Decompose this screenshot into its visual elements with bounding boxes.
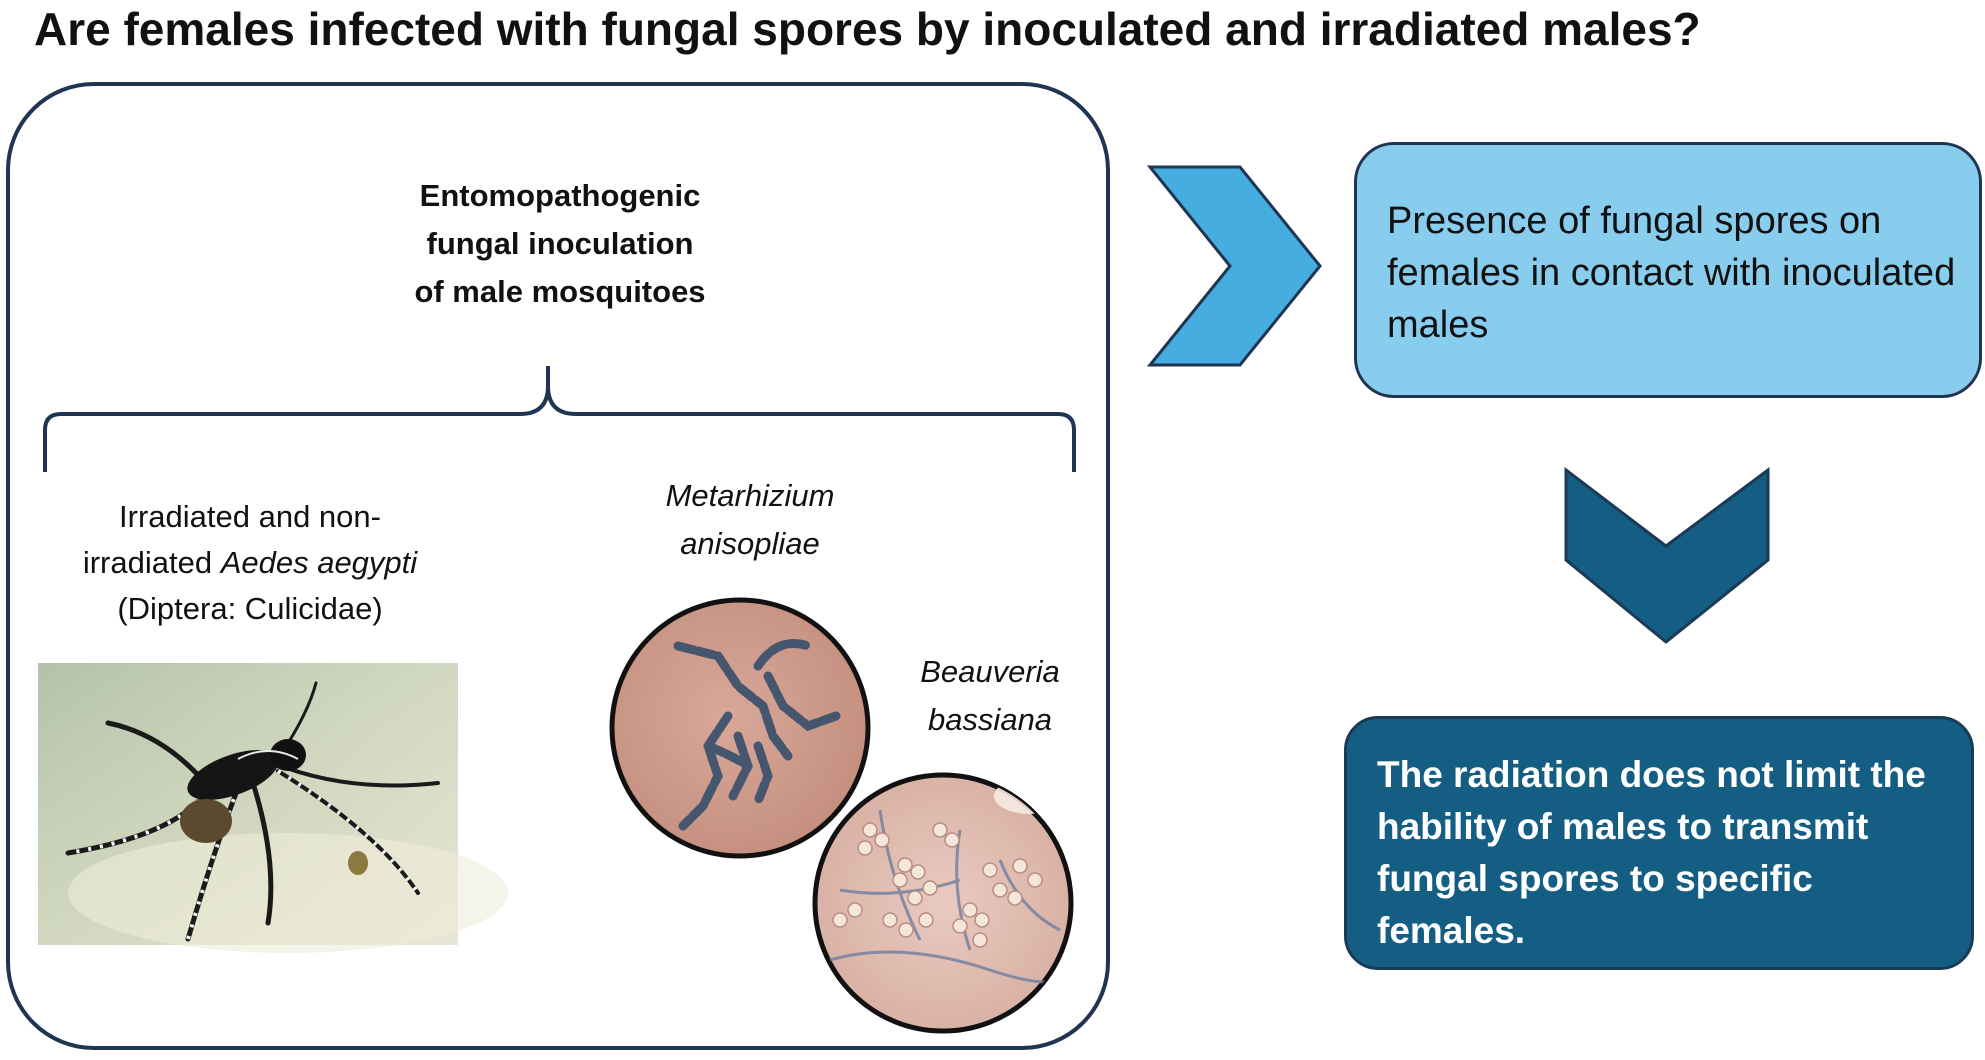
mosquito-photo	[38, 663, 508, 953]
metarhizium-label: Metarhizium anisopliae	[610, 472, 890, 568]
metarhizium-label-line-1: Metarhizium	[665, 478, 835, 513]
diagram-title: Are females infected with fungal spores …	[34, 3, 1701, 55]
species-label-line-3: (Diptera: Culicidae)	[117, 591, 383, 626]
conclusion-box: The radiation does not limit the habilit…	[1344, 716, 1974, 970]
species-name: Aedes aegypti	[220, 545, 418, 580]
species-prefix: irradiated	[82, 545, 221, 580]
panel-heading-line-2: fungal inoculation	[426, 226, 694, 261]
species-label-line-1: Irradiated and non-	[119, 499, 381, 534]
panel-heading-line-3: of male mosquitoes	[414, 274, 706, 309]
beauveria-label-line-1: Beauveria	[920, 654, 1060, 689]
panel-heading-line-1: Entomopathogenic	[419, 178, 701, 213]
inoculation-panel	[6, 82, 1110, 1050]
chevron-right-icon	[1146, 165, 1322, 367]
metarhizium-label-line-2: anisopliae	[680, 526, 820, 561]
beauveria-label: Beauveria bassiana	[880, 648, 1100, 744]
species-label-line-2: irradiated Aedes aegypti	[40, 540, 460, 586]
beauveria-label-line-2: bassiana	[927, 702, 1053, 737]
panel-heading: Entomopathogenic fungal inoculation of m…	[340, 172, 780, 316]
species-label: Irradiated and non- irradiated Aedes aeg…	[40, 494, 460, 632]
spore-presence-box: Presence of fungal spores on females in …	[1354, 142, 1982, 398]
chevron-down-icon	[1564, 466, 1770, 644]
beauveria-micrograph	[812, 772, 1074, 1034]
metarhizium-micrograph	[609, 597, 871, 859]
